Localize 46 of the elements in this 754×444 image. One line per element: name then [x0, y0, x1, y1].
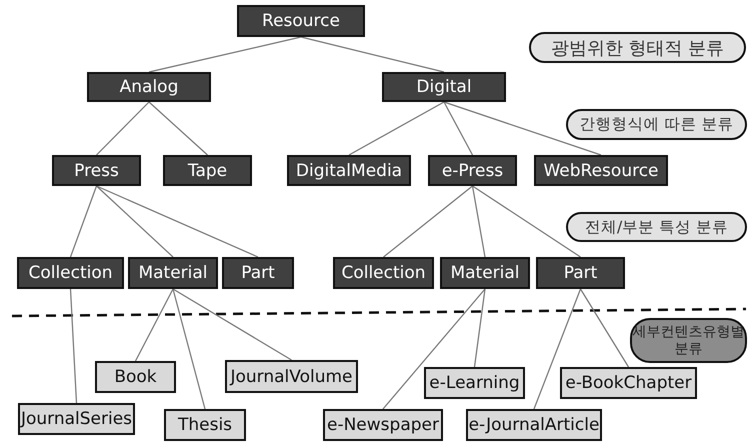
level-label: 전체/부분 특성 분류	[566, 212, 747, 242]
category-box: Collection	[17, 257, 124, 289]
connector-line	[96, 185, 258, 258]
leaf-box: e-JournalArticle	[466, 409, 602, 441]
connector-line	[172, 288, 292, 361]
connector-line	[70, 288, 78, 404]
connector-line	[443, 102, 474, 156]
level-label: 광범위한 형태적 분류	[529, 32, 746, 63]
category-box: DigitalMedia	[287, 155, 411, 186]
connector-line	[300, 36, 444, 73]
category-box: WebResource	[534, 155, 668, 186]
leaf-box: JournalSeries	[18, 403, 135, 435]
leaf-box: e-BookChapter	[560, 367, 697, 399]
category-box: Collection	[333, 257, 434, 289]
connector-line	[472, 186, 581, 258]
connector-line	[474, 288, 486, 368]
connector-line	[172, 288, 206, 410]
connector-line	[472, 186, 486, 258]
category-box: Press	[52, 155, 141, 186]
connector-line	[96, 186, 174, 258]
leaf-box: Book	[95, 361, 176, 393]
connector-line	[382, 288, 486, 410]
level-label: 세부컨텐츠유형별 분류	[630, 318, 747, 363]
connector-line	[70, 186, 98, 258]
connector-line	[348, 101, 444, 156]
connector-line	[134, 288, 174, 362]
category-box: Material	[440, 257, 530, 289]
connector-line	[96, 102, 150, 156]
connector-line	[444, 101, 602, 156]
category-box: Part	[222, 257, 294, 289]
category-box: Tape	[163, 155, 252, 186]
category-box: Resource	[237, 5, 365, 37]
category-box: Analog	[87, 72, 211, 102]
connector-line	[383, 186, 473, 258]
leaf-box: e-Newspaper	[323, 409, 443, 441]
category-box: Material	[128, 257, 218, 289]
connector-line	[148, 102, 208, 156]
category-box: Digital	[382, 72, 506, 102]
category-box: e-Press	[428, 155, 517, 186]
leaf-box: e-Learning	[424, 367, 525, 399]
connector-line	[148, 36, 302, 73]
category-box: Part	[536, 257, 625, 289]
level-label: 간행형식에 따른 분류	[566, 109, 747, 140]
connector-line	[533, 288, 582, 410]
leaf-box: Thesis	[164, 409, 246, 441]
leaf-box: JournalVolume	[225, 360, 358, 393]
